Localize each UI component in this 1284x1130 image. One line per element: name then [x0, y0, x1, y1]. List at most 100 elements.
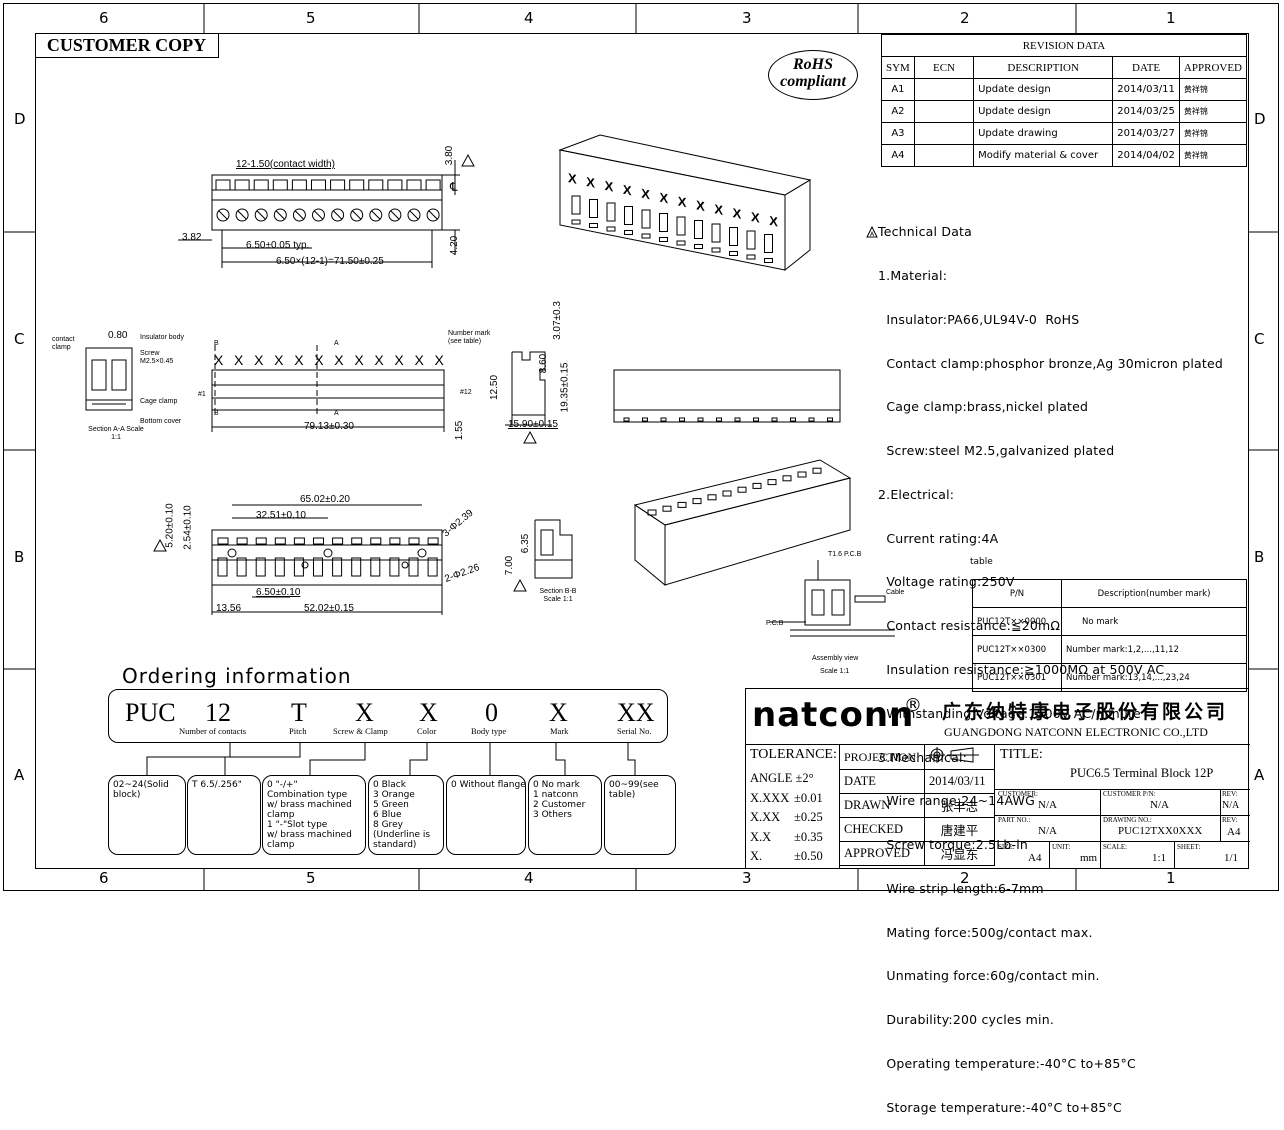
drawing-slot [767, 479, 777, 486]
zone-label: 5 [306, 869, 316, 887]
drawing-slot [293, 537, 305, 545]
front-plain-view [613, 369, 841, 423]
rohs-line1: RoHS [792, 56, 833, 73]
rev-top-label: REV: [1222, 790, 1238, 798]
drawing-slot [234, 179, 250, 191]
drawing-slot [235, 208, 249, 222]
table-row: A2 Update design 2014/03/25 黄祥锦 [881, 100, 1248, 123]
drawing-slot [753, 417, 759, 422]
customer-pn-label: CUSTOMER P/N: [1103, 790, 1156, 798]
drawing-slot [331, 208, 345, 222]
drawing-slot [217, 537, 229, 545]
callout: #1 [198, 391, 206, 398]
code-label: Color [417, 726, 437, 736]
mark-x: X [334, 352, 344, 368]
table-row: PUC12T××0000 No mark [972, 607, 1247, 636]
drawing-slot [274, 537, 286, 545]
dim-text: 65.02±0.20 [300, 494, 350, 505]
drawing-slot [274, 557, 285, 577]
drawing-slot [332, 557, 343, 577]
dim-text: 3.82 [182, 232, 202, 243]
drawing-slot [370, 537, 382, 545]
drawing-slot [330, 179, 346, 191]
part-no-value: N/A [1038, 825, 1057, 837]
zone-label: 3 [742, 9, 752, 27]
callout: Cable [886, 589, 905, 596]
customer-label: CUSTOMER: [998, 790, 1038, 798]
table-row: PUC12T××0300 Number mark:1,2,...,11,12 [972, 635, 1247, 664]
drawing-slot [333, 210, 342, 220]
top-zone-labels: 6 5 4 3 2 1 [0, 9, 1284, 29]
callout: Bottom cover [140, 418, 182, 425]
drawing-title: PUC6.5 Terminal Block 12P [1070, 766, 1214, 780]
tech-line: Current rating:4A [878, 530, 999, 546]
zone-label: D [14, 110, 26, 128]
scale-value: 1:1 [1152, 852, 1167, 864]
drawing-slot [368, 179, 384, 191]
drawing-slot [711, 223, 721, 243]
drawing-slot [256, 210, 266, 220]
zone-label: D [1254, 110, 1266, 128]
code-part: 12 [205, 698, 231, 727]
table-row: A4 Modify material & cover 2014/04/02 黄祥… [881, 144, 1248, 167]
tech-line: Mating force:500g/contact max. [878, 924, 1093, 940]
zone-label: 2 [960, 9, 970, 27]
drawing-slot [388, 208, 402, 222]
drawing-slot [387, 179, 403, 191]
dim-text: 79.13±0.30 [304, 421, 354, 432]
dim-text: 0.80 [108, 330, 128, 341]
table-row: A3 Update drawing 2014/03/27 黄祥锦 [881, 122, 1248, 145]
drawing-slot [371, 210, 381, 220]
drawing-slot [606, 202, 616, 222]
rev-value: A4 [1227, 826, 1241, 838]
tolerance-values: ANGLE ±2° X.XXX±0.01 X.XX±0.25 X.X±0.35 … [750, 769, 823, 867]
drawing-slot [606, 226, 616, 232]
drawing-slot [623, 417, 630, 422]
customer-value: N/A [1038, 799, 1057, 811]
option-box: 02~24(Solid block) [108, 775, 186, 855]
drawing-slot [409, 210, 419, 220]
code-part: 0 [485, 698, 498, 727]
section-aa [85, 347, 133, 411]
code-label: Body type [471, 726, 507, 736]
option-box: 0 Without flange [446, 775, 526, 855]
option-box: T 6.5/.256" [187, 775, 261, 855]
size-value: A4 [1028, 852, 1042, 864]
table-row: A1 Update design 2014/03/11 黄祥锦 [881, 78, 1248, 101]
zone-label: A [14, 766, 25, 784]
drawing-slot [641, 233, 651, 239]
mark-x: X [214, 352, 224, 368]
drawing-slot [406, 179, 422, 191]
drawing-slot [676, 240, 686, 246]
rev-header: ECN [913, 56, 975, 79]
drawing-slot [427, 557, 438, 577]
projection-icon [924, 744, 995, 770]
title-label: TITLE: [1000, 747, 1043, 762]
drawing-slot [254, 208, 268, 222]
unit-value: mm [1080, 852, 1098, 864]
option-box: 00~99(see table) [604, 775, 676, 855]
front-view [211, 345, 445, 432]
drawing-slot [292, 208, 306, 222]
code-label: Screw & Clamp [333, 726, 388, 736]
code-part: T [291, 698, 307, 727]
tech-line: Wire strip length:6-7mm [878, 880, 1044, 896]
code-part: X [355, 698, 374, 727]
section-bb [534, 519, 573, 579]
code-label: Mark [550, 726, 569, 736]
callout: Number mark (see table) [448, 330, 491, 345]
drawing-slot [236, 537, 248, 545]
checked-label: CHECKED [839, 817, 925, 842]
drawing-slot [295, 210, 304, 220]
code-label: Serial No. [617, 726, 652, 736]
drawing-slot [624, 230, 633, 235]
tech-line: Contact clamp:phosphor bronze,Ag 30micro… [878, 355, 1223, 371]
zone-label: 5 [306, 9, 316, 27]
warning-triangle-icon: A [866, 226, 878, 238]
projection-label: PROJECTION [839, 744, 925, 770]
drawing-slot [716, 417, 722, 422]
option-box: 0 No mark 1 natconn 2 Customer 3 Others [528, 775, 602, 855]
mark-x: X [434, 352, 444, 368]
drawing-slot [425, 179, 441, 191]
pn-cell: No mark [1061, 607, 1247, 636]
